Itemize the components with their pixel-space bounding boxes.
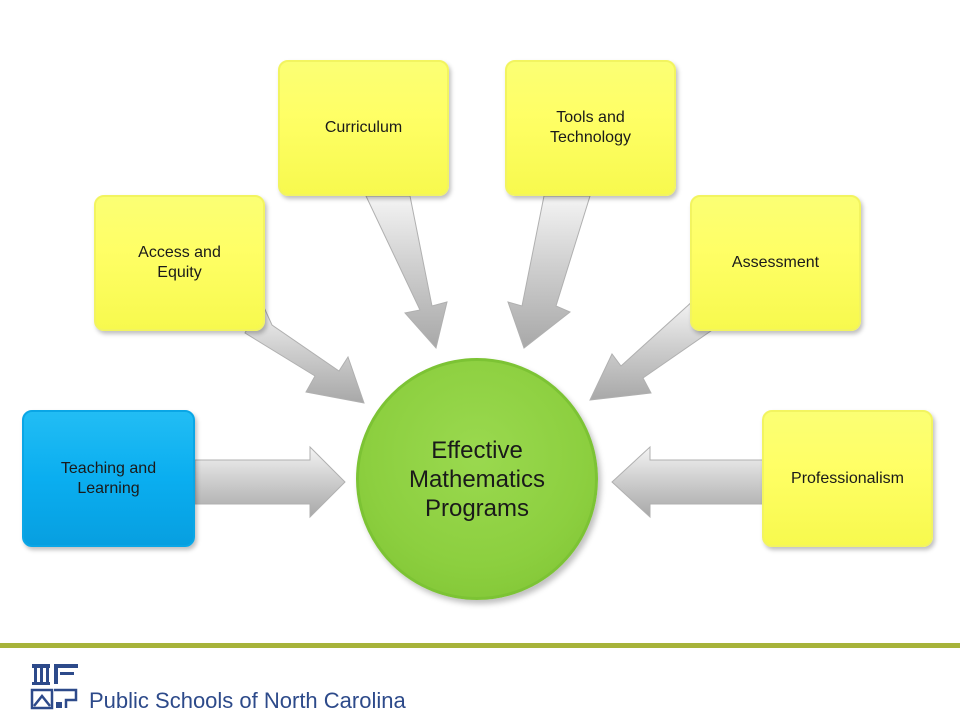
arrow-curriculum <box>365 195 448 350</box>
center-node-effective-mathematics-programs: Effective Mathematics Programs <box>356 358 598 600</box>
footer-accent-rule <box>0 643 960 648</box>
arrow-assessment <box>589 299 719 401</box>
footer-org-name: Public Schools of North Carolina <box>89 688 406 713</box>
node-label: Tools and Technology <box>550 109 631 146</box>
node-curriculum: Curriculum <box>278 60 449 196</box>
node-access-and-equity: Access and Equity <box>94 195 265 331</box>
arrow-tools <box>507 195 591 349</box>
node-tools-and-technology: Tools and Technology <box>505 60 676 196</box>
node-professionalism: Professionalism <box>762 410 933 547</box>
arrow-teaching <box>194 445 346 519</box>
center-label: Effective Mathematics Programs <box>408 436 546 522</box>
node-label: Assessment <box>731 254 820 271</box>
node-assessment: Assessment <box>690 195 861 331</box>
node-label: Professionalism <box>791 469 904 487</box>
node-teaching-and-learning: Teaching and Learning <box>22 410 195 547</box>
node-label: Access and Equity <box>138 244 221 281</box>
node-label: Curriculum <box>324 119 403 136</box>
nc-dpi-logo-icon <box>30 664 78 710</box>
arrow-professionalism <box>611 445 766 519</box>
arrow-access <box>244 301 365 404</box>
node-label: Teaching and Learning <box>60 459 157 497</box>
